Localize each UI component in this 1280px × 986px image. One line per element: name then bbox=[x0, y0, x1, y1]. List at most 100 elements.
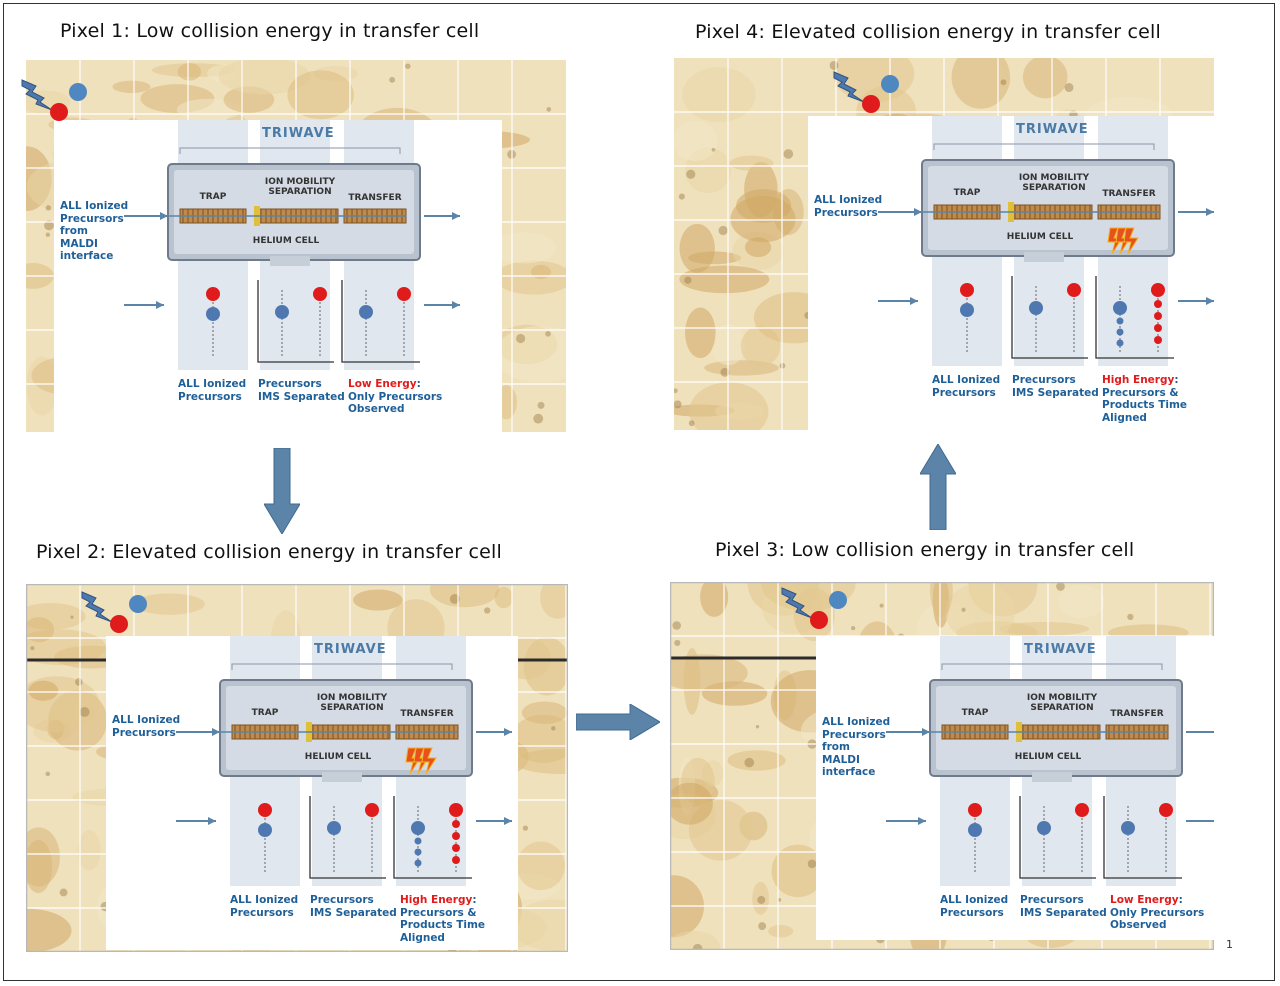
panel-title-pixel-3: Pixel 3: Low collision energy in transfe… bbox=[715, 539, 1135, 561]
energy-level-label: High Energy bbox=[400, 894, 473, 906]
energy-colon: : bbox=[416, 378, 421, 390]
page-number: 1 bbox=[1226, 938, 1233, 951]
caption-line: Products Time bbox=[1102, 399, 1188, 411]
lightning-bolt-icon bbox=[81, 591, 113, 623]
triwave-schematic bbox=[878, 116, 1214, 366]
red-ion-icon bbox=[50, 103, 68, 121]
product-ion-blue bbox=[1116, 328, 1124, 336]
product-ion-blue bbox=[414, 848, 422, 856]
transfer-label: TRANSFER bbox=[348, 193, 402, 203]
precursor-ion-red bbox=[1075, 803, 1089, 817]
collision-energy-lightning-icon bbox=[1107, 227, 1139, 255]
caption-line: ALL Ionized bbox=[940, 894, 1009, 906]
precursor-ion-red bbox=[1159, 803, 1173, 817]
panel-title-pixel-1: Pixel 1: Low collision energy in transfe… bbox=[60, 20, 480, 42]
ims-label: ION MOBILITY SEPARATION bbox=[1018, 173, 1090, 193]
lightning-bolt-icon bbox=[833, 71, 865, 103]
collision-energy-lightning-icon bbox=[405, 747, 437, 775]
input-label-line: ALL Ionized bbox=[814, 194, 883, 206]
panel-title-pixel-2: Pixel 2: Elevated collision energy in tr… bbox=[36, 541, 502, 563]
lightning-bolt-icon bbox=[21, 79, 53, 111]
trap-label: TRAP bbox=[953, 188, 981, 198]
energy-colon: : bbox=[1174, 374, 1179, 386]
blue-ion-icon bbox=[881, 75, 899, 93]
lightning-ion-icon-group bbox=[81, 591, 147, 633]
helium-cell-label: HELIUM CELL bbox=[304, 752, 372, 762]
ims-label: ION MOBILITY SEPARATION bbox=[316, 693, 388, 713]
caption-line: IMS Separated bbox=[1020, 906, 1107, 919]
triwave-logo: TRIWAVE bbox=[1024, 642, 1097, 657]
helium-cell-label: HELIUM CELL bbox=[1014, 752, 1082, 762]
precursor-ion-blue bbox=[1121, 821, 1135, 835]
flow-arrow-right bbox=[576, 704, 660, 740]
input-label-line: from bbox=[60, 225, 88, 237]
energy-level-label: High Energy bbox=[1102, 374, 1175, 386]
precursor-ion-blue bbox=[359, 305, 373, 319]
energy-level-label: Low Energy bbox=[1110, 894, 1179, 906]
helium-cell-label: HELIUM CELL bbox=[252, 236, 320, 246]
caption-line: Observed bbox=[348, 403, 405, 415]
energy-level-label: Low Energy bbox=[348, 378, 417, 390]
energy-colon: : bbox=[1178, 894, 1183, 906]
caption-energy-line: Low Energy: bbox=[1110, 894, 1204, 907]
input-label-line: ALL Ionized bbox=[60, 200, 129, 212]
product-ion-blue bbox=[1116, 339, 1124, 347]
input-label-line: from bbox=[822, 741, 850, 753]
transfer-label: TRANSFER bbox=[1110, 709, 1164, 719]
input-label-line: MALDI bbox=[822, 753, 860, 766]
caption-line: Aligned bbox=[1102, 411, 1147, 424]
flow-arrow-down bbox=[264, 448, 300, 534]
caption-line: Precursors bbox=[1012, 374, 1076, 386]
caption-line: Products Time bbox=[400, 919, 486, 931]
precursor-ion-red bbox=[1067, 283, 1081, 297]
caption-line: Observed bbox=[1110, 919, 1167, 931]
red-ion-icon bbox=[862, 95, 880, 113]
caption-line: Precursors & bbox=[1102, 386, 1179, 399]
flow-arrow-up bbox=[920, 444, 956, 530]
precursor-ion-blue bbox=[411, 821, 425, 835]
triwave-logo: TRIWAVE bbox=[314, 642, 387, 657]
input-label-line: Precursors bbox=[60, 212, 124, 225]
precursor-ion-blue bbox=[960, 303, 974, 317]
caption-line: Only Precursors bbox=[348, 390, 443, 403]
red-ion-icon bbox=[110, 615, 128, 633]
precursor-ion-red bbox=[313, 287, 327, 301]
triwave-logo: TRIWAVE bbox=[1016, 122, 1089, 137]
product-ion-red bbox=[452, 820, 460, 828]
precursor-ion-red bbox=[1151, 283, 1165, 297]
product-ion-red bbox=[1154, 324, 1162, 332]
energy-colon: : bbox=[472, 894, 477, 906]
caption-line: Precursors bbox=[178, 390, 242, 403]
precursor-ion-blue bbox=[258, 823, 272, 837]
product-ion-red bbox=[452, 832, 460, 840]
precursor-ion-red bbox=[258, 803, 272, 817]
trap-label: TRAP bbox=[251, 708, 279, 718]
precursor-ion-blue bbox=[275, 305, 289, 319]
ims-label: ION MOBILITY SEPARATION bbox=[264, 177, 336, 197]
panel-title-pixel-4: Pixel 4: Elevated collision energy in tr… bbox=[695, 21, 1161, 43]
blue-ion-icon bbox=[829, 591, 847, 609]
precursor-ion-red bbox=[397, 287, 411, 301]
triwave-logo: TRIWAVE bbox=[262, 126, 335, 141]
triwave-schematic bbox=[886, 636, 1214, 886]
precursor-ion-blue bbox=[1029, 301, 1043, 315]
caption-line: Precursors bbox=[1020, 894, 1084, 906]
product-ion-blue bbox=[414, 859, 422, 867]
caption-line: IMS Separated bbox=[258, 390, 345, 403]
precursor-ion-red bbox=[968, 803, 982, 817]
input-label-line: interface bbox=[60, 250, 114, 262]
precursor-ion-blue bbox=[1037, 821, 1051, 835]
lightning-bolt-icon bbox=[781, 587, 813, 619]
